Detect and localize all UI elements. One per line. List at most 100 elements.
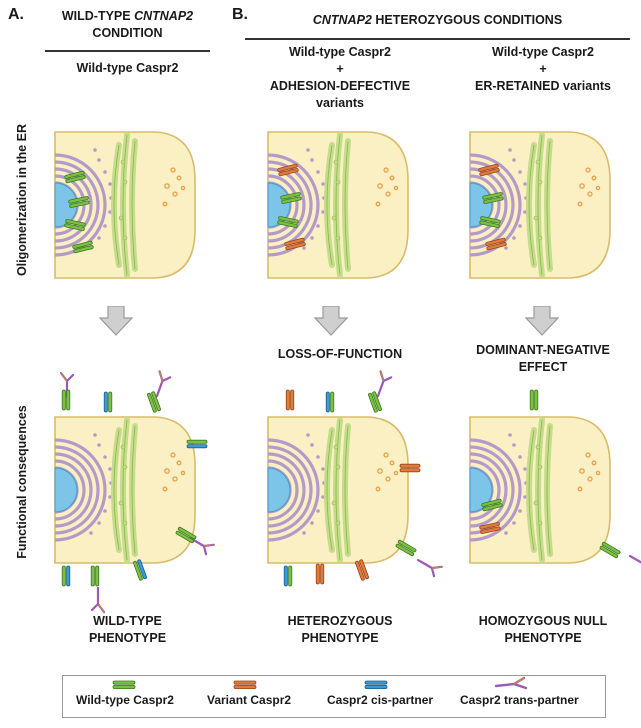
panel-a-outcome-line1: WILD-TYPE [93,614,162,628]
b1-trans-partner-right [416,558,443,578]
col2-header: Wild-type Caspr2 + ER-RETAINED variants [448,44,638,95]
vesicles [162,167,186,207]
golgi [526,417,553,563]
er-wild-type-dimer [277,216,299,228]
col1-header-plus: + [336,62,344,76]
vesicles [375,167,399,207]
b1-variant-top-left [285,389,295,411]
er-variant-dimer [485,237,507,251]
er-wild-type-dimer [479,216,501,228]
er-wild-type-dimer [481,498,503,512]
col2-header-line1: Wild-type Caspr2 [492,45,594,59]
er-dots [302,148,326,250]
panel-a-outcome: WILD-TYPE PHENOTYPE [40,613,215,647]
vesicles [577,167,601,207]
panel-b-letter: B. [232,6,248,23]
panel-b-title: CNTNAP2 HETEROZYGOUS CONDITIONS [245,12,630,29]
a-wt-cis-right [186,439,208,449]
panel-a-title: WILD-TYPE CNTNAP2 CONDITION [40,8,215,42]
col1-header: Wild-type Caspr2 + ADHESION-DEFECTIVE va… [245,44,435,112]
panel-a-rule [45,50,210,52]
er-variant-dimer [284,237,306,251]
cell-b1-bottom [267,416,409,564]
er-wild-type-dimer [280,192,302,204]
er-variant-dimer [277,163,299,177]
a-wt-dimer-top-right [147,391,161,413]
b1-trans-partner-top [376,370,393,398]
cell-b2-top [469,131,611,279]
er-wild-type-dimer [64,219,86,231]
nucleus [267,182,291,228]
panel-a-letter: A. [8,6,24,23]
legend-wild-type-label: Wild-type Caspr2 [76,693,174,707]
col2-effect-line2: EFFECT [518,360,568,374]
a-wt-dimer-top-left [61,389,71,411]
vesicles [162,452,186,492]
panel-a-outcome-line2: PHENOTYPE [88,631,167,645]
nucleus [54,467,78,513]
a-wt-dimer-bottom [90,565,100,587]
er-wild-type-dimer [482,192,504,204]
col2-header-plus: + [539,62,547,76]
arrow-b1 [314,306,348,336]
legend-cis-partner-icon [364,680,388,690]
col1-effect: LOSS-OF-FUNCTION [277,347,403,361]
panel-b-rule [245,38,630,40]
legend-trans-partner-label: Caspr2 trans-partner [460,693,579,707]
nucleus [267,467,291,513]
panel-a-title-gene: CNTNAP2 [134,9,194,23]
a-cis-wt-bottom-right [133,559,147,581]
b2-trans-partner-right [628,554,641,574]
b1-variant-bottom [315,563,325,585]
nucleus [54,182,78,228]
a-cis-wt-bottom-left [61,565,71,587]
b1-wt-dimer-right-low [395,539,417,557]
col2-header-line3: ER-RETAINED variants [475,79,611,93]
vesicles [577,452,601,492]
golgi [324,132,351,278]
b1-wt-cis-top [325,391,335,413]
nucleus [469,182,493,228]
col2-outcome: HOMOZYGOUS NULL PHENOTYPE [448,613,638,647]
a-wt-dimer-right-low [175,526,197,544]
legend-cis-partner-label: Caspr2 cis-partner [327,693,434,707]
er-variant-dimer [479,522,501,534]
col1-header-line1: Wild-type Caspr2 [289,45,391,59]
legend-trans-partner-icon [494,676,528,690]
col1-outcome-line1: HETEROZYGOUS [287,614,393,628]
golgi [111,132,138,278]
panel-b-title-rest: HETEROZYGOUS CONDITIONS [371,13,563,27]
cell-b2-bottom [469,416,611,564]
legend [62,675,606,718]
col2-outcome-line1: HOMOZYGOUS NULL [478,614,608,628]
er-dots [89,433,113,535]
golgi [324,417,351,563]
er-dots [504,148,528,250]
golgi [526,132,553,278]
col2-effect: DOMINANT-NEGATIVE EFFECT [448,342,638,376]
panel-a-column-label: Wild-type Caspr2 [76,61,179,75]
a-trans-partner-bottom [90,586,106,614]
panel-a-title-line2: CONDITION [92,26,163,40]
panel-a-title-pre: WILD-TYPE [61,9,135,23]
b1-wt-cis-bottom-left [283,565,293,587]
b1-wt-dimer-top [368,391,382,413]
cell-b1-top [267,131,409,279]
cell-a-top [54,131,196,279]
b2-wt-dimer-right-low [599,541,621,559]
panel-b-title-gene: CNTNAP2 [312,13,372,27]
col1-header-line3: ADHESION-DEFECTIVE variants [269,79,411,110]
er-wild-type-dimer [68,196,90,208]
er-variant-dimer [478,163,500,177]
col2-effect-line1: DOMINANT-NEGATIVE [476,343,610,357]
b1-variant-bottom-right [355,559,369,581]
col1-outcome: HETEROZYGOUS PHENOTYPE [245,613,435,647]
b1-variant-right [399,463,421,473]
col1-outcome-line2: PHENOTYPE [301,631,379,645]
legend-variant-label: Variant Caspr2 [207,693,292,707]
a-trans-partner-top-right [155,370,172,398]
er-wild-type-dimer [64,170,86,184]
legend-variant-icon [233,680,257,690]
legend-wild-type-icon [112,680,136,690]
